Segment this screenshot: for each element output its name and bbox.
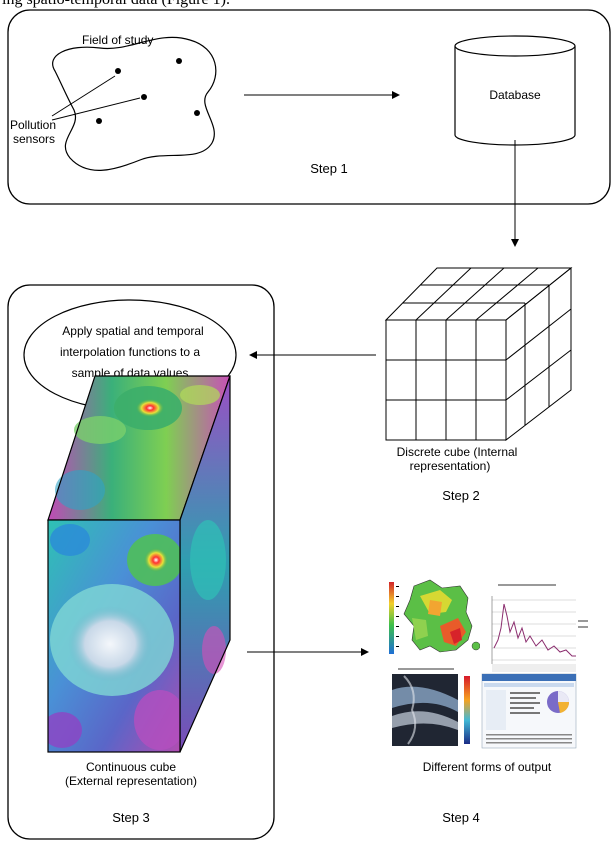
sensor-pointer-line xyxy=(51,75,116,117)
outputs-caption: Different forms of output xyxy=(423,760,552,774)
output-satellite-image xyxy=(386,666,476,750)
step3-label: Step 3 xyxy=(112,810,150,825)
step2-label: Step 2 xyxy=(442,488,480,503)
continuous-cube-caption: (External representation) xyxy=(65,774,197,788)
discrete-cube-caption: Discrete cube (Internal xyxy=(397,445,518,459)
sensor-dot xyxy=(96,118,102,124)
sensor-pointer-line xyxy=(51,97,141,121)
field-of-study-region xyxy=(52,36,217,171)
sensor-dot xyxy=(176,58,182,64)
interpolation-text: Apply spatial and temporal xyxy=(62,324,203,338)
step1-label: Step 1 xyxy=(310,161,348,176)
interpolation-text: interpolation functions to a xyxy=(60,345,200,359)
pollution-sensors-label: Pollution xyxy=(10,118,56,132)
sensor-dot xyxy=(141,94,147,100)
step3-box xyxy=(7,284,275,840)
step1-box xyxy=(7,9,611,205)
database-label: Database xyxy=(489,88,541,102)
continuous-cube-caption: Continuous cube xyxy=(86,760,176,774)
sensor-dot xyxy=(115,68,121,74)
output-line-chart xyxy=(480,578,590,678)
discrete-cube-caption: representation) xyxy=(410,459,491,473)
discrete-cube xyxy=(384,266,573,442)
field-of-study-label: Field of study xyxy=(82,33,153,47)
sensor-dot xyxy=(194,110,200,116)
top-text-fragment: ing spatio-temporal data (Figure 1). xyxy=(2,0,230,9)
output-france-map xyxy=(386,578,481,660)
output-web-dashboard xyxy=(481,673,577,749)
pollution-sensors-label: sensors xyxy=(13,132,55,146)
database-cylinder-top xyxy=(454,35,576,57)
step4-label: Step 4 xyxy=(442,810,480,825)
continuous-cube xyxy=(47,375,231,753)
